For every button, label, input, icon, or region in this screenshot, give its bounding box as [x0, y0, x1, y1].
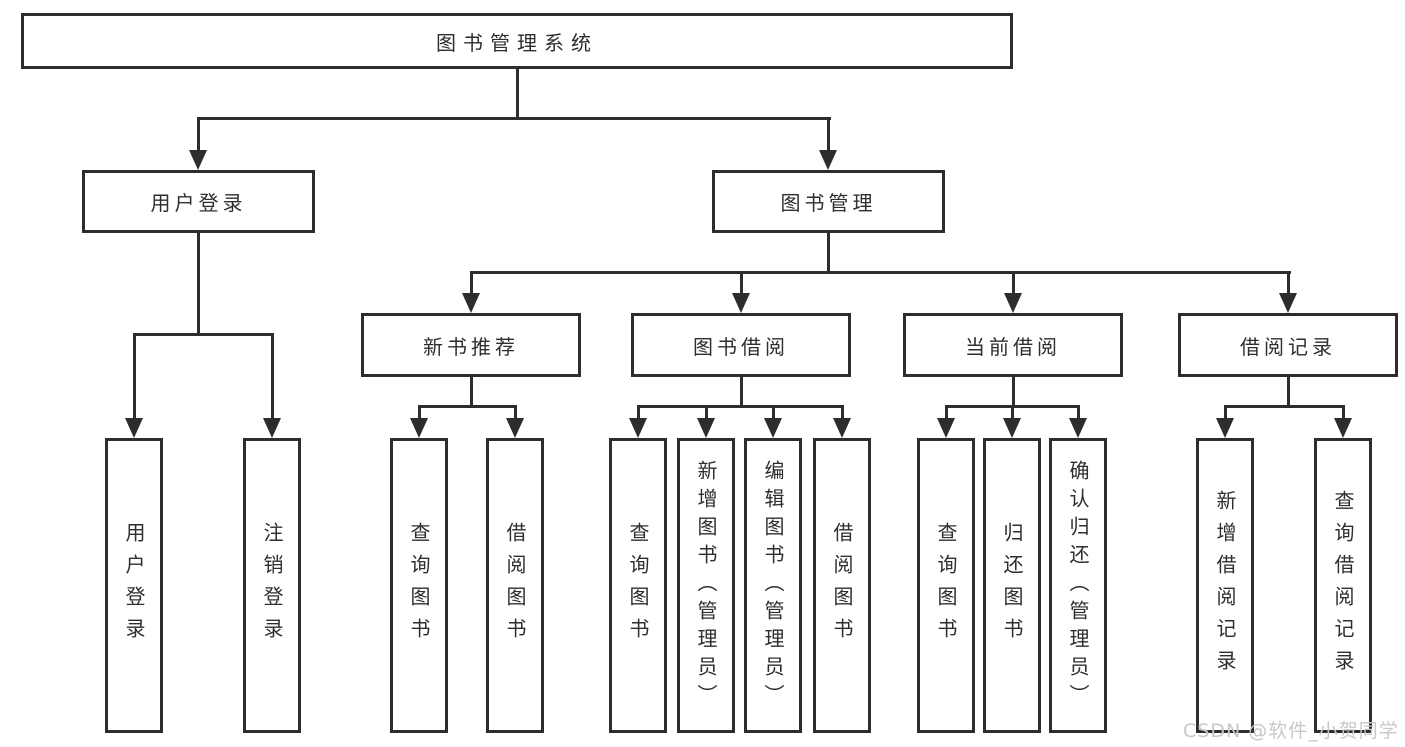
- connector-line: [470, 271, 473, 295]
- leaf-query-books-current: 查询图书: [917, 438, 975, 733]
- leaf-add-borrow-record: 新增借阅记录: [1196, 438, 1254, 733]
- arrow-down-icon: [1004, 293, 1022, 313]
- connector-line: [1287, 377, 1290, 407]
- node-book-borrowing: 图书借阅: [631, 313, 851, 377]
- arrow-down-icon: [1003, 418, 1021, 438]
- leaf-confirm-return-admin: 确认归还（管理员）: [1049, 438, 1107, 733]
- node-root: 图书管理系统: [21, 13, 1013, 69]
- connector-line: [740, 377, 743, 407]
- connector-line: [197, 117, 831, 120]
- leaf-logout: 注销登录: [243, 438, 301, 733]
- arrow-down-icon: [462, 293, 480, 313]
- connector-line: [514, 405, 517, 420]
- arrow-down-icon: [764, 418, 782, 438]
- leaf-edit-book-admin: 编辑图书（管理员）: [744, 438, 802, 733]
- csdn-watermark: CSDN @软件_小贺同学: [1183, 720, 1399, 742]
- arrow-down-icon: [410, 418, 428, 438]
- leaf-query-books-recommend: 查询图书: [390, 438, 448, 733]
- leaf-query-borrow-record: 查询借阅记录: [1314, 438, 1372, 733]
- connector-line: [827, 233, 830, 274]
- connector-line: [740, 271, 743, 295]
- leaf-add-book-admin: 新增图书（管理员）: [677, 438, 735, 733]
- connector-line: [1077, 405, 1080, 420]
- arrow-down-icon: [263, 418, 281, 438]
- connector-line: [705, 405, 708, 420]
- connector-line: [470, 271, 1291, 274]
- connector-line: [133, 333, 274, 336]
- connector-line: [133, 333, 136, 420]
- connector-line: [470, 377, 473, 407]
- connector-line: [1011, 405, 1014, 420]
- node-borrowing-records: 借阅记录: [1178, 313, 1398, 377]
- connector-line: [1224, 405, 1227, 420]
- leaf-user-login: 用户登录: [105, 438, 163, 733]
- leaf-query-books-borrowing: 查询图书: [609, 438, 667, 733]
- connector-line: [197, 233, 200, 335]
- connector-line: [1224, 405, 1345, 408]
- connector-line: [637, 405, 640, 420]
- arrow-down-icon: [189, 150, 207, 170]
- arrow-down-icon: [1279, 293, 1297, 313]
- arrow-down-icon: [1334, 418, 1352, 438]
- connector-line: [418, 405, 517, 408]
- node-user-login: 用户登录: [82, 170, 315, 233]
- connector-line: [637, 405, 844, 408]
- node-book-management: 图书管理: [712, 170, 945, 233]
- connector-line: [772, 405, 775, 420]
- connector-line: [197, 117, 200, 153]
- arrow-down-icon: [1069, 418, 1087, 438]
- leaf-borrow-books-borrowing: 借阅图书: [813, 438, 871, 733]
- node-current-borrowing: 当前借阅: [903, 313, 1123, 377]
- connector-line: [418, 405, 421, 420]
- connector-line: [271, 333, 274, 420]
- leaf-borrow-books-recommend: 借阅图书: [486, 438, 544, 733]
- connector-line: [1287, 271, 1290, 295]
- connector-line: [516, 69, 519, 120]
- connector-line: [1012, 271, 1015, 295]
- connector-line: [1342, 405, 1345, 420]
- leaf-return-book: 归还图书: [983, 438, 1041, 733]
- arrow-down-icon: [125, 418, 143, 438]
- arrow-down-icon: [506, 418, 524, 438]
- arrow-down-icon: [833, 418, 851, 438]
- connector-line: [945, 405, 948, 420]
- arrow-down-icon: [732, 293, 750, 313]
- arrow-down-icon: [1216, 418, 1234, 438]
- arrow-down-icon: [629, 418, 647, 438]
- arrow-down-icon: [937, 418, 955, 438]
- arrow-down-icon: [819, 150, 837, 170]
- connector-line: [1012, 377, 1015, 407]
- arrow-down-icon: [697, 418, 715, 438]
- node-new-book-recommend: 新书推荐: [361, 313, 581, 377]
- connector-line: [841, 405, 844, 420]
- connector-line: [827, 117, 830, 153]
